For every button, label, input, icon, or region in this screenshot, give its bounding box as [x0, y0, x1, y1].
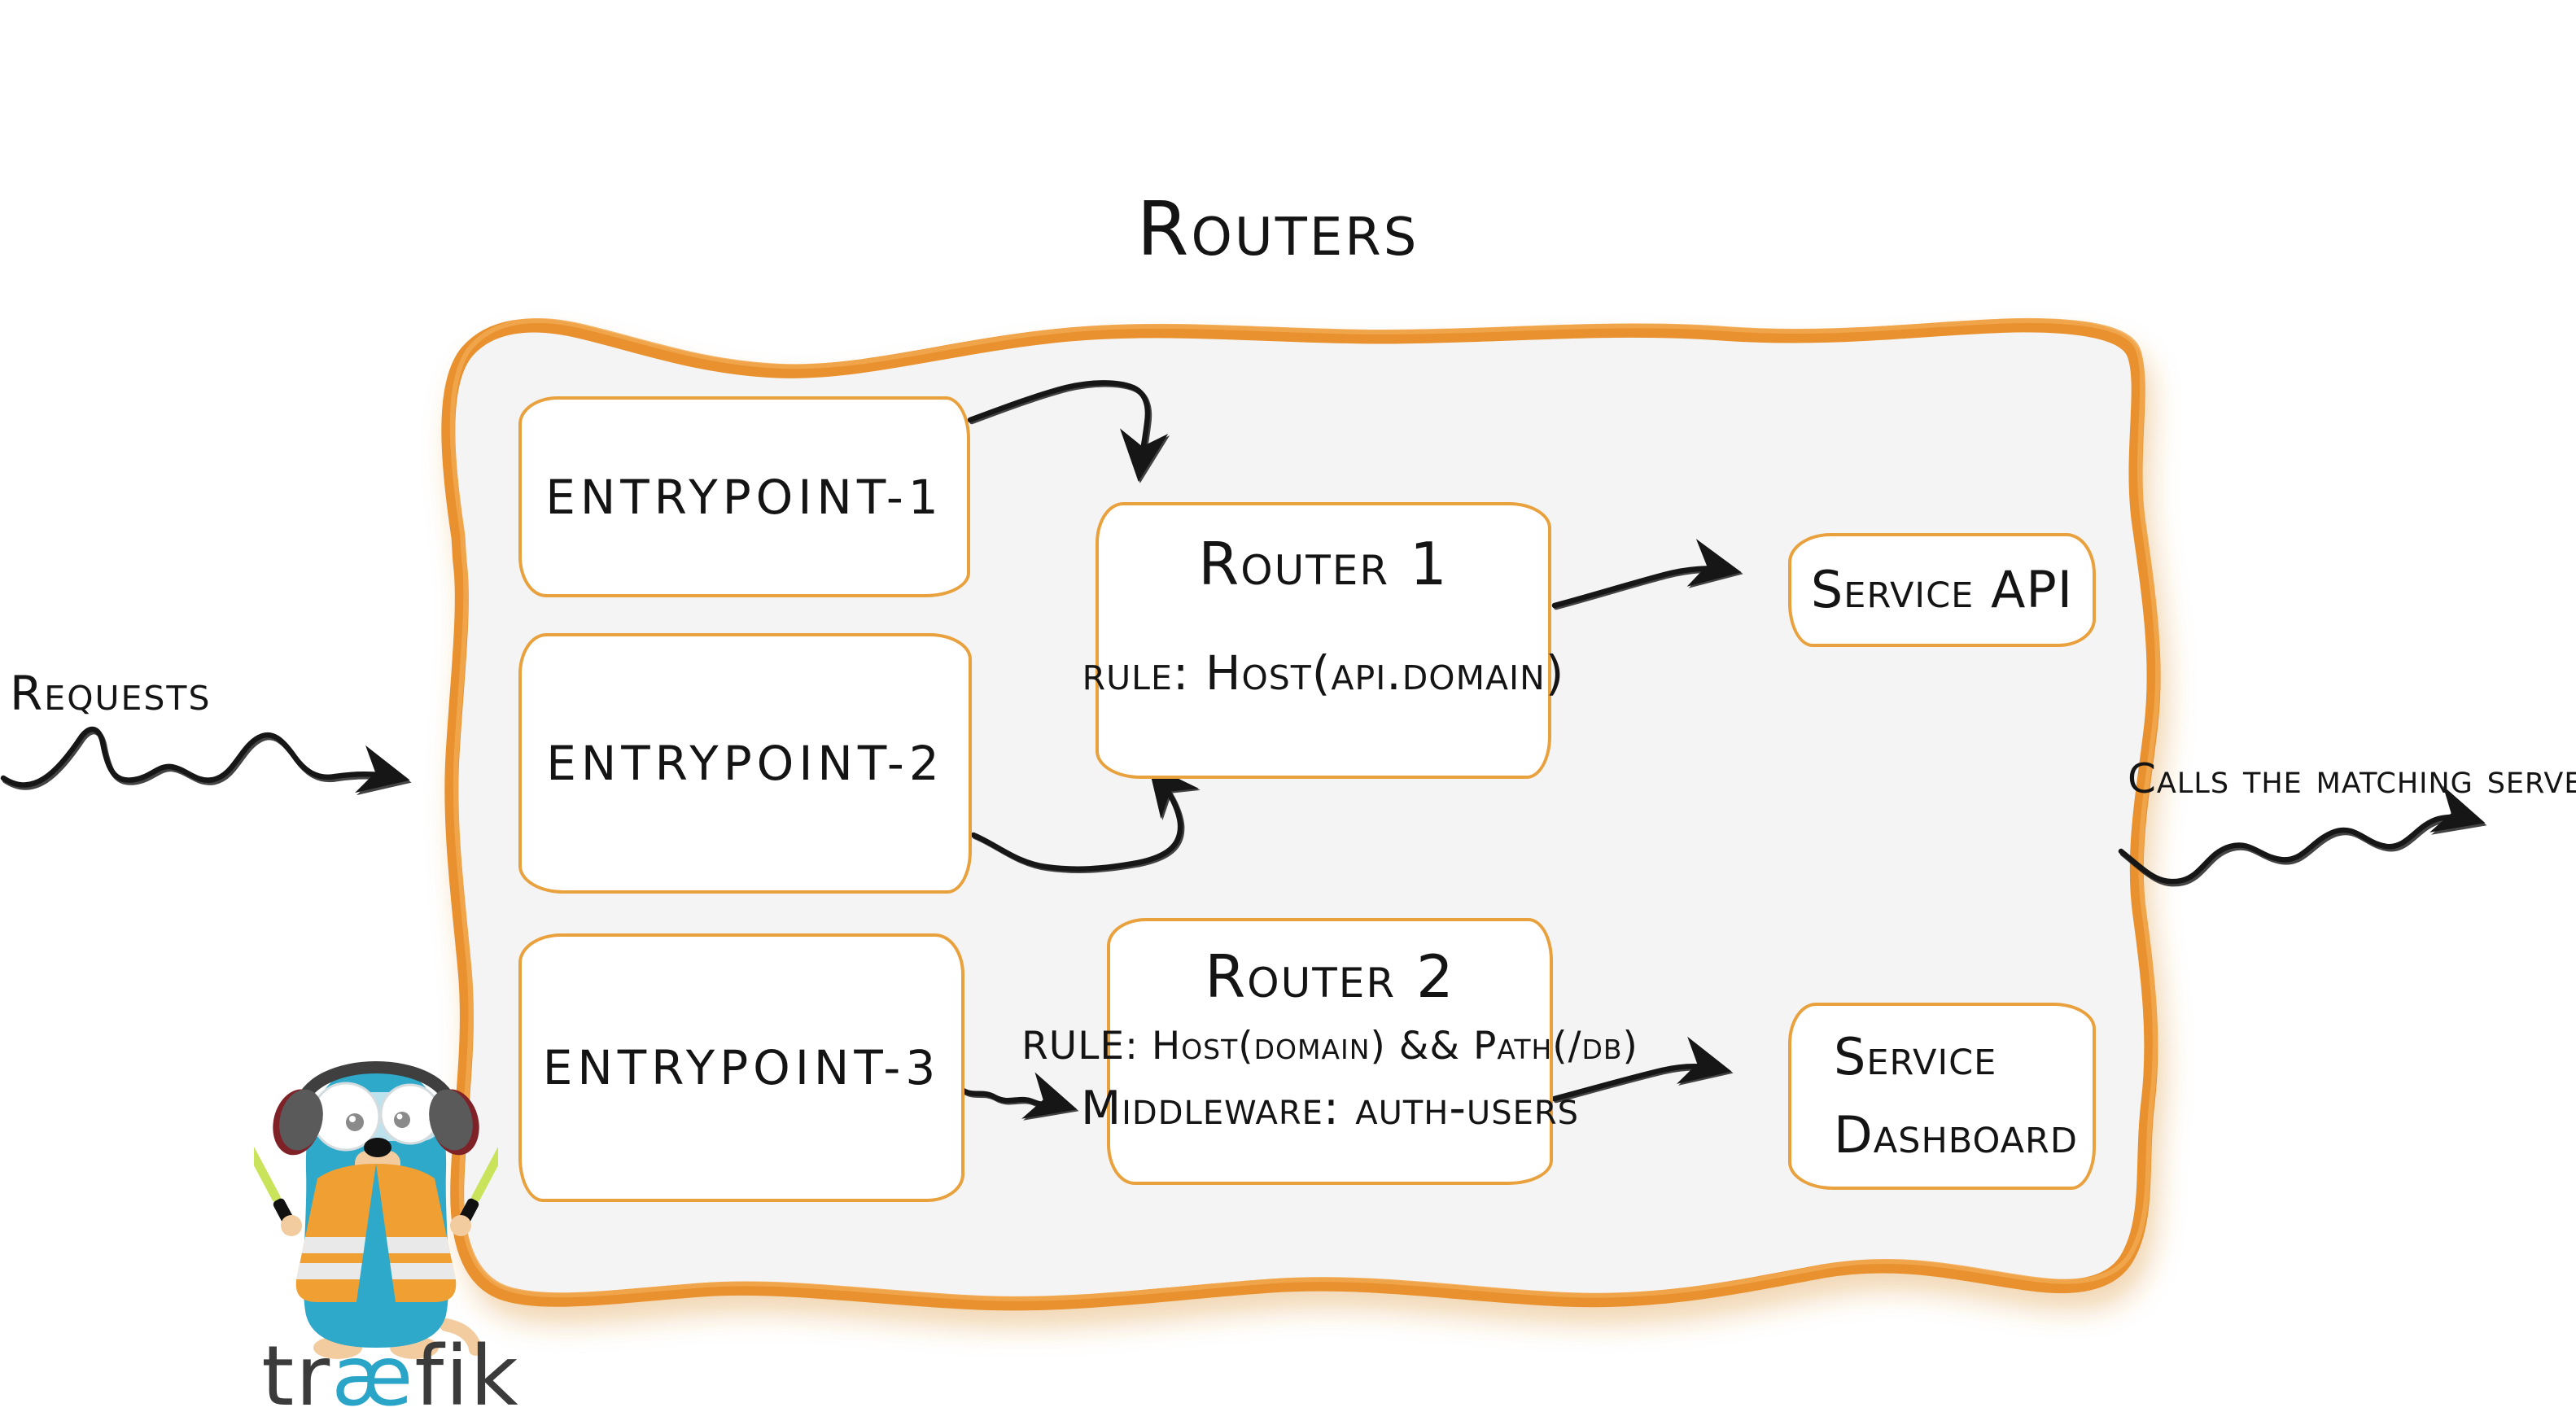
- entrypoint-2-label: entrypoint-2: [546, 736, 944, 791]
- router-1-box: Router 1 rule: Host(api.domain): [1082, 502, 1564, 779]
- gopher-baton-right: [457, 1146, 498, 1226]
- gopher-baton-left: [254, 1146, 295, 1226]
- entrypoint-1-box: entrypoint-1: [518, 396, 970, 597]
- requests-label: Requests: [10, 666, 212, 721]
- gopher-pupil-left: [346, 1113, 364, 1131]
- gopher-earcup-right: [429, 1089, 479, 1156]
- gopher-pupil-right: [394, 1112, 410, 1128]
- service-api-box: Service API: [1788, 533, 2096, 647]
- gopher-pupil-right-glint: [396, 1113, 403, 1120]
- entrypoint-3-label: entrypoint-3: [542, 1040, 941, 1095]
- entrypoint-1-label: entrypoint-1: [545, 469, 943, 525]
- arrow-calls-out: [2118, 785, 2486, 885]
- service-api-label: Service API: [1810, 559, 2074, 619]
- router-1-title: Router 1: [1198, 530, 1449, 598]
- traefik-gopher-logo: [254, 1061, 498, 1359]
- gopher-pupil-left-glint: [349, 1116, 356, 1122]
- router-1-rule: rule: Host(api.domain): [1082, 645, 1565, 701]
- gopher-vest-opening: [356, 1164, 396, 1302]
- traefik-wordmark: træfik: [240, 1328, 541, 1425]
- service-dashboard-label: Service Dashboard: [1834, 1026, 2079, 1165]
- wordmark-fik: fik: [414, 1328, 520, 1425]
- wordmark-tr: tr: [261, 1328, 332, 1425]
- gopher-tail: [440, 1318, 482, 1356]
- page-title: Routers: [1136, 186, 1419, 273]
- gopher-hand-right: [450, 1215, 471, 1236]
- service-dashboard-box: Service Dashboard: [1788, 1003, 2096, 1190]
- router-2-middleware: Middleware: auth-users: [1080, 1082, 1580, 1135]
- routers-container-texture: [449, 317, 2161, 1301]
- calls-matching-server-label: Calls the matching server: [2128, 755, 2576, 802]
- router-2-rule: RULE: Host(domain) && Path(/db): [1021, 1024, 1638, 1069]
- wordmark-ae: æ: [331, 1328, 415, 1425]
- entrypoint-3-box: entrypoint-3: [518, 933, 964, 1202]
- entrypoint-2-box: entrypoint-2: [518, 633, 972, 894]
- gopher-hand-left: [281, 1215, 302, 1236]
- gopher-nose: [364, 1138, 391, 1157]
- gopher-earcup-left: [273, 1089, 323, 1156]
- router-2-title: Router 2: [1205, 942, 1455, 1011]
- router-2-box: Router 2 RULE: Host(domain) && Path(/db)…: [1021, 918, 1638, 1185]
